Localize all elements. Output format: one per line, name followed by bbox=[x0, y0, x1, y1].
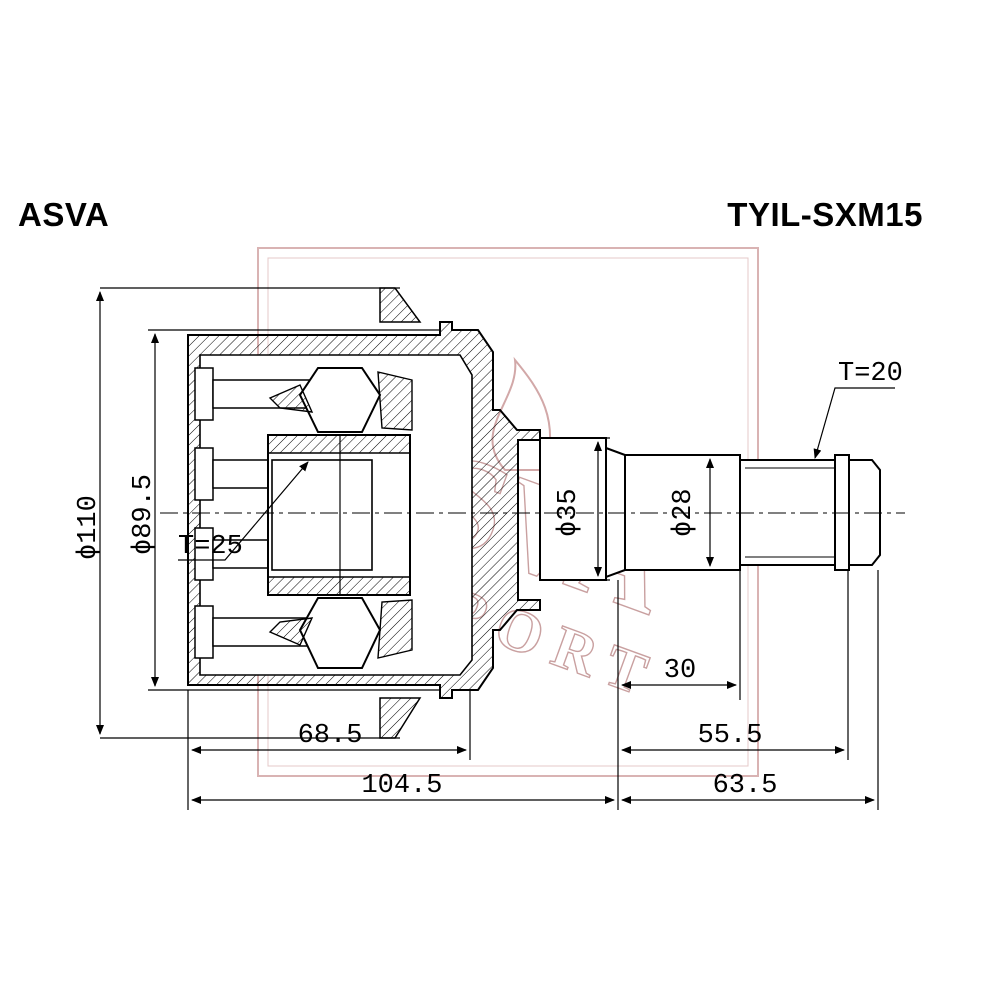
roller-bottom bbox=[298, 597, 382, 669]
brand-label: ASVA bbox=[18, 196, 110, 233]
dim-stem-diameter: ϕ35 bbox=[554, 488, 584, 537]
dim-body-length: 104.5 bbox=[361, 771, 442, 801]
dim-outer-diameter: ϕ110 bbox=[74, 495, 104, 560]
dim-bore-diameter: ϕ89.5 bbox=[129, 474, 159, 555]
dim-housing-length: 68.5 bbox=[298, 721, 363, 751]
dim-shaft-diameter: ϕ28 bbox=[669, 488, 699, 537]
dim-spline-length: 30 bbox=[664, 656, 696, 686]
dim-inner-teeth: T=25 bbox=[178, 532, 243, 562]
dim-shaft-length: 55.5 bbox=[698, 721, 763, 751]
dim-stub-length: 63.5 bbox=[713, 771, 778, 801]
part-number: TYIL-SXM15 bbox=[727, 196, 923, 233]
dimension-lines bbox=[96, 287, 895, 810]
tripod-spider bbox=[267, 367, 413, 669]
dim-outer-teeth: T=20 bbox=[838, 359, 903, 389]
